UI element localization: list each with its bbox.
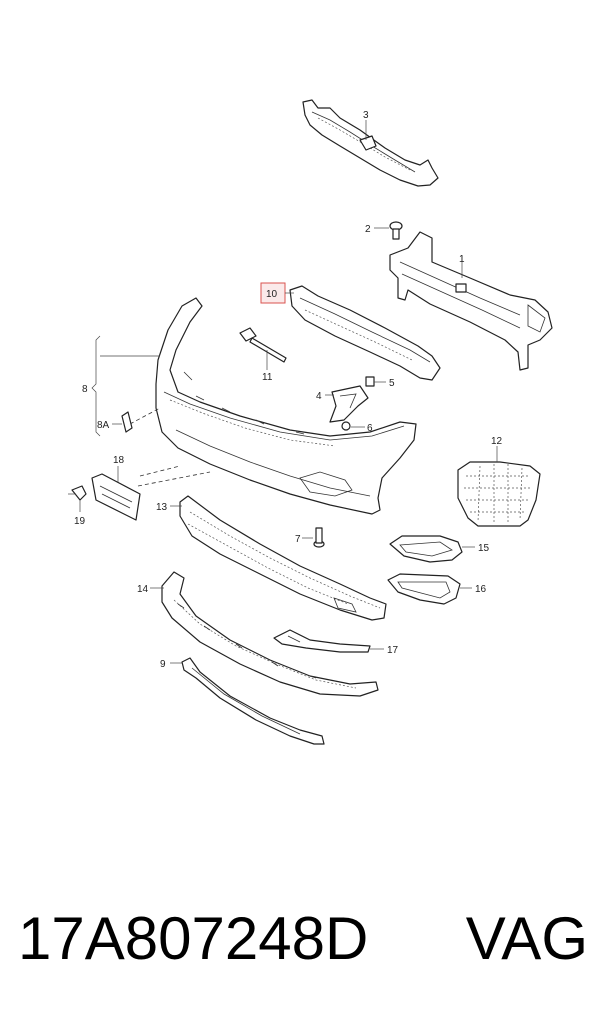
part-9-lower-trim: [181, 657, 325, 745]
part-7-screw: [313, 527, 325, 548]
part-8a-bracket: [121, 411, 133, 433]
callout-10: 10: [266, 289, 278, 300]
part-5-clip: [365, 376, 375, 387]
callout-9: 9: [160, 659, 166, 670]
part-15-trim-frame: [389, 535, 463, 563]
part-11-rivet: [239, 327, 287, 363]
callout-11: 11: [262, 372, 273, 383]
callout-8a: 8A: [97, 420, 110, 431]
part-number: 17A807248D: [18, 904, 369, 972]
part-8-bumper-cover: [155, 297, 417, 515]
callout-16: 16: [475, 584, 487, 595]
callout-13: 13: [156, 502, 168, 513]
part-caption: 17A807248D VAG: [18, 898, 588, 978]
part-16-trim-frame: [387, 573, 461, 605]
part-10-energy-absorber: [289, 285, 441, 381]
callout-17: 17: [387, 645, 399, 656]
callout-18: 18: [113, 455, 125, 466]
callout-5: 5: [389, 378, 395, 389]
part-1-bumper-carrier: [389, 231, 553, 371]
callout-14: 14: [137, 584, 149, 595]
callout-12: 12: [491, 436, 503, 447]
part-13-lower-grille: [179, 495, 387, 621]
callout-3: 3: [363, 110, 369, 121]
part-18-license-bracket: [91, 473, 141, 521]
part-12-grille-insert: [457, 461, 541, 527]
part-17-trim-strip: [273, 629, 371, 653]
brand-name: VAG: [465, 904, 588, 972]
part-3-upper-carrier: [302, 99, 439, 187]
part-19-clip: [68, 485, 87, 501]
callout-7: 7: [295, 534, 301, 545]
part-6-nut: [341, 421, 351, 431]
callout-8: 8: [82, 384, 88, 395]
callout-6: 6: [367, 423, 373, 434]
callout-1: 1: [459, 254, 465, 265]
part-2-screw: [389, 221, 403, 240]
callout-4: 4: [316, 391, 322, 402]
part-4-guide-bracket: [329, 385, 369, 423]
callout-19: 19: [74, 516, 86, 527]
part-14-lower-spoiler: [161, 571, 379, 697]
callout-15: 15: [478, 543, 490, 554]
callout-2: 2: [365, 224, 371, 235]
